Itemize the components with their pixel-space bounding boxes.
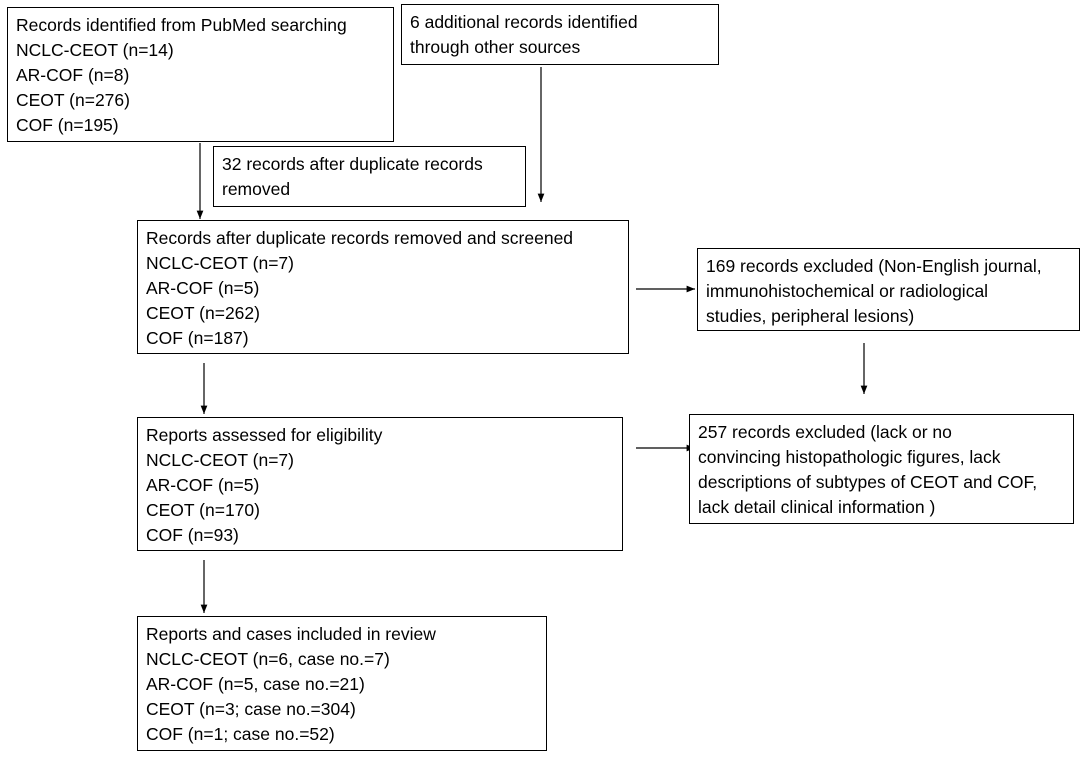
box-line: AR-COF (n=5): [146, 475, 260, 495]
box-line: COF (n=93): [146, 525, 239, 545]
box-title: Records identified from PubMed searching: [16, 15, 347, 35]
box-line: through other sources: [410, 37, 581, 57]
box-line: NCLC-CEOT (n=14): [16, 40, 174, 60]
box-line: AR-COF (n=5, case no.=21): [146, 674, 365, 694]
box-line: AR-COF (n=5): [146, 278, 260, 298]
box-line: COF (n=1; case no.=52): [146, 724, 335, 744]
box-line: removed: [222, 179, 291, 199]
box-line: NCLC-CEOT (n=6, case no.=7): [146, 649, 390, 669]
duplicates-removed-box: 32 records after duplicate records remov…: [213, 146, 526, 207]
box-line: COF (n=195): [16, 115, 119, 135]
eligibility-box: Reports assessed for eligibility NCLC-CE…: [137, 417, 623, 551]
box-line: CEOT (n=276): [16, 90, 130, 110]
excluded-169-box: 169 records excluded (Non-English journa…: [697, 248, 1080, 331]
included-review-box: Reports and cases included in review NCL…: [137, 616, 547, 751]
box-line: 169 records excluded (Non-English journa…: [706, 256, 1042, 276]
box-line: 6 additional records identified: [410, 12, 638, 32]
box-line: NCLC-CEOT (n=7): [146, 253, 294, 273]
box-line: 32 records after duplicate records: [222, 154, 483, 174]
box-title: Reports assessed for eligibility: [146, 425, 383, 445]
excluded-257-box: 257 records excluded (lack or no convinc…: [689, 414, 1074, 524]
box-line: convincing histopathologic figures, lack: [698, 447, 1001, 467]
box-line: CEOT (n=3; case no.=304): [146, 699, 356, 719]
box-line: studies, peripheral lesions): [706, 306, 915, 326]
box-title: Records after duplicate records removed …: [146, 228, 574, 248]
box-line: CEOT (n=262): [146, 303, 260, 323]
pubmed-records-box: Records identified from PubMed searching…: [7, 7, 394, 142]
box-line: descriptions of subtypes of CEOT and COF…: [698, 472, 1038, 492]
box-line: CEOT (n=170): [146, 500, 260, 520]
box-line: 257 records excluded (lack or no: [698, 422, 952, 442]
box-line: lack detail clinical information ): [698, 497, 936, 517]
box-line: NCLC-CEOT (n=7): [146, 450, 294, 470]
box-line: COF (n=187): [146, 328, 249, 348]
box-line: immunohistochemical or radiological: [706, 281, 989, 301]
box-title: Reports and cases included in review: [146, 624, 436, 644]
other-sources-box: 6 additional records identified through …: [401, 4, 719, 65]
box-line: AR-COF (n=8): [16, 65, 130, 85]
screened-records-box: Records after duplicate records removed …: [137, 220, 629, 354]
